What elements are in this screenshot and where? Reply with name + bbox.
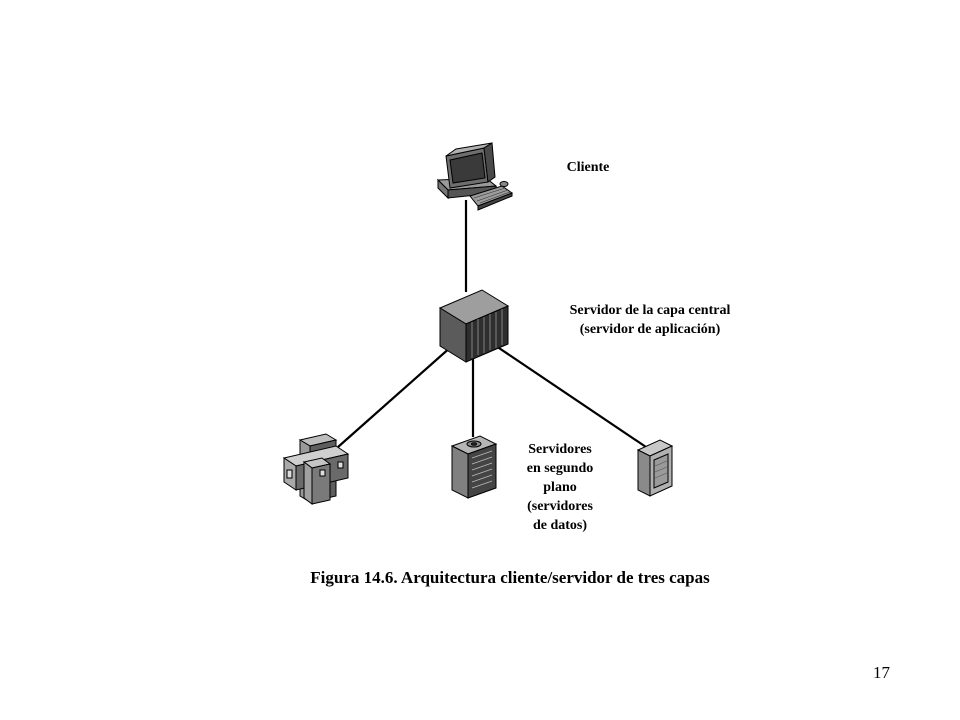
- backend-servers-label: Servidores en segundo plano (servidores …: [504, 440, 616, 535]
- desktop-computer-icon: [436, 142, 514, 211]
- edge-middle-cabinet: [495, 345, 647, 448]
- client-label: Cliente: [540, 158, 636, 177]
- rack-server-icon: [438, 289, 510, 363]
- middle-tier-label: Servidor de la capa central (servidor de…: [540, 301, 760, 339]
- cluster-server-icon: [282, 433, 350, 505]
- figure-caption: Figura 14.6. Arquitectura cliente/servid…: [310, 568, 710, 587]
- edge-middle-mainframe: [337, 345, 453, 448]
- middle-tier-label-line-1: Servidor de la capa central: [569, 303, 731, 318]
- client-label-line: Cliente: [566, 160, 610, 175]
- backend-label-line-4: (servidores: [527, 499, 593, 514]
- backend-label-line-2: en segundo: [526, 461, 594, 476]
- cabinet-server-icon: [636, 439, 674, 497]
- tower-server-icon: [450, 435, 498, 499]
- backend-label-line-3: plano: [543, 480, 577, 495]
- page-number: 17: [873, 663, 890, 682]
- backend-label-line-5: de datos): [532, 518, 588, 533]
- backend-label-line-1: Servidores: [528, 442, 592, 457]
- middle-tier-label-line-2: (servidor de aplicación): [579, 322, 721, 337]
- connection-lines: [337, 200, 647, 448]
